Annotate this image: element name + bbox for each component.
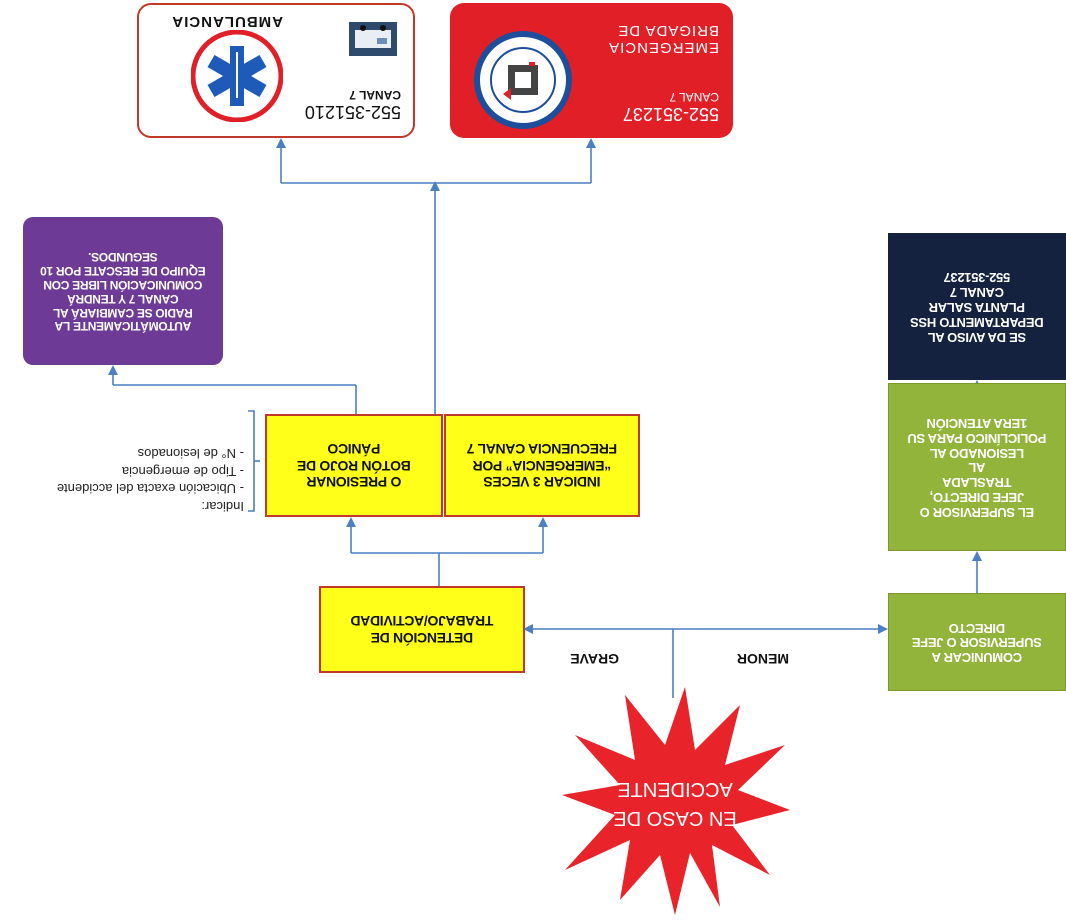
auto-note-line: CANAL 7 Y TENDRÁ — [67, 291, 179, 306]
transfer-line: JEFE DIRECTO, — [929, 490, 1025, 506]
brigada-contact: 552-351237 CANAL 7 — [623, 90, 719, 124]
auto-channel-note: AUTOMÁTICAMENTE LA RADIO SE CAMBIARÁ AL … — [23, 217, 223, 365]
auto-note-line: COMUNICACIÓN LIBRE CON — [43, 278, 203, 292]
indicate-item: - Ubicación exacta del accidente — [56, 481, 244, 497]
notify-line: CANAL 7 — [950, 285, 1005, 301]
panic-line1: O PRESIONAR — [306, 473, 402, 490]
transfer-line: LESIONADO AL — [929, 445, 1025, 461]
brigada-card: 552-351237 CANAL 7 EMERGENCIA BRIGADA DE — [450, 3, 733, 138]
notify-line: 552-351237 — [943, 270, 1011, 286]
radio-line2: “EMERGENCIA” POR — [472, 457, 612, 474]
radio-line3: FRECUENCIA CANAL 7 — [466, 441, 618, 458]
transfer-line: TRASLADA — [942, 475, 1012, 491]
stop-line1: DETENCIÓN DE — [370, 629, 474, 646]
brigada-channel: CANAL 7 — [669, 90, 719, 105]
brigada-title: EMERGENCIA BRIGADA DE — [608, 21, 719, 56]
brigada-emblem-icon — [474, 31, 572, 129]
auto-note-line: EQUIPO DE RESCATE POR 10 — [40, 264, 206, 279]
star-of-life-icon — [191, 30, 283, 122]
panic-button-box: O PRESIONAR BOTÓN ROJO DE PÁNICO — [265, 414, 443, 517]
radio-line1: INDICAR 3 VECES — [483, 473, 601, 490]
brigada-phone: 552-351237 — [622, 104, 719, 124]
notify-line: SE DA AVISO AL — [927, 329, 1027, 345]
communicate-line3: DIRECTO — [948, 620, 1006, 636]
stop-line2: TRABAJO/ACTIVIDAD — [350, 613, 494, 630]
stop-work-box: DETENCIÓN DE TRABAJO/ACTIVIDAD — [319, 586, 525, 673]
ambulance-photo-icon — [349, 22, 397, 56]
transfer-line: 1ERA ATENCIÓN — [926, 415, 1028, 431]
ambulancia-title: AMBULANCIA — [171, 13, 283, 30]
brigada-title-line: BRIGADA DE — [617, 21, 719, 39]
auto-note-line: RADIO SE CAMBIARÁ AL — [53, 305, 193, 320]
indicate-title: Indicar: — [201, 499, 244, 514]
start-line2: ACCIDENTE — [617, 778, 733, 800]
branch-label-menor: MENOR — [736, 651, 789, 667]
ambulancia-card: 552-351210 CANAL 7 AMBULANCIA — [137, 3, 415, 138]
accident-starburst: EN CASO DE ACCIDENTE — [562, 687, 790, 915]
communicate-line2: SUPERVISOR O JEFE — [912, 635, 1042, 651]
ambulancia-channel: CANAL 7 — [349, 88, 401, 103]
radio-emergency-box: INDICAR 3 VECES “EMERGENCIA” POR FRECUEN… — [444, 414, 640, 517]
transfer-injured-box: EL SUPERVISOR O JEFE DIRECTO, TRASLADA A… — [888, 383, 1066, 551]
transfer-line: AL — [968, 460, 986, 476]
communicate-line1: COMUNICAR A — [931, 650, 1023, 666]
indicate-notes: Indicar: - Ubicación exacta del accident… — [4, 445, 244, 515]
communicate-supervisor-box: COMUNICAR A SUPERVISOR O JEFE DIRECTO — [888, 593, 1066, 691]
notify-line: DEPARTAMENTO HSS — [910, 314, 1044, 330]
indicate-item: - N° de lesionados — [137, 446, 244, 462]
indicate-item: - Tipo de emergencia — [121, 463, 244, 479]
auto-note-line: AUTOMÁTICAMENTE LA — [54, 319, 192, 334]
transfer-line: EL SUPERVISOR O — [919, 505, 1035, 521]
brigada-title-line: EMERGENCIA — [608, 39, 719, 56]
notify-line: PLANTA SALAR — [928, 299, 1026, 315]
start-line1: EN CASO DE — [613, 807, 736, 829]
panic-line3: PÁNICO — [327, 441, 381, 458]
ambulancia-phone: 552-351210 — [304, 102, 401, 122]
panic-line2: BOTÓN ROJO DE — [297, 457, 411, 474]
transfer-line: POLICLÍNICO PARA SU — [907, 430, 1047, 446]
auto-note-line: SEGUNDOS. — [88, 250, 158, 265]
ambulancia-contact: 552-351210 CANAL 7 — [305, 88, 401, 122]
branch-label-grave: GRAVE — [570, 651, 619, 667]
notify-hss-box: SE DA AVISO AL DEPARTAMENTO HSS PLANTA S… — [888, 233, 1066, 380]
